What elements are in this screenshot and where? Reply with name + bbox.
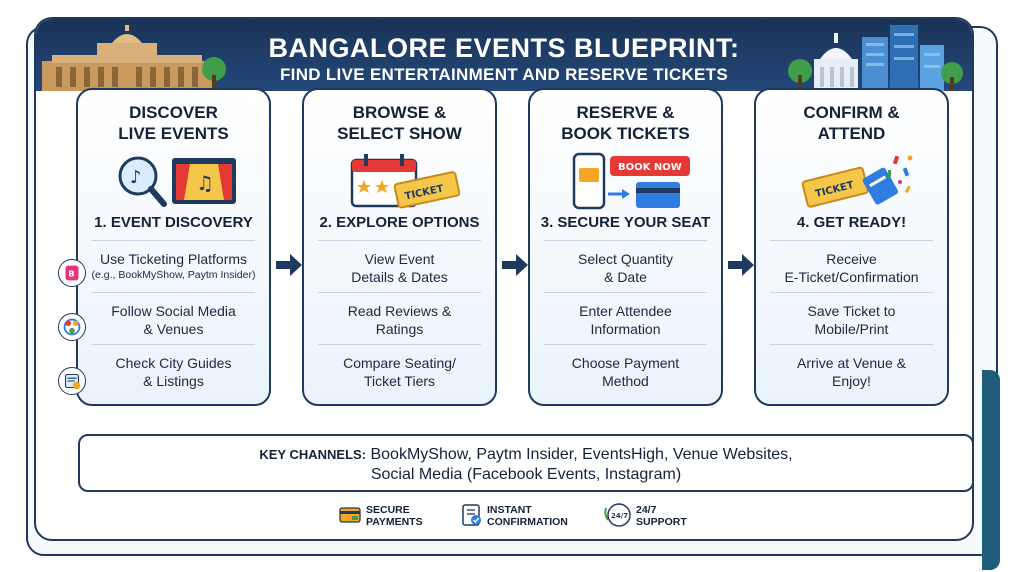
step-title: CONFIRM & ATTEND: [803, 103, 900, 143]
step-item: Read Reviews & Ratings: [347, 303, 452, 337]
checklist-icon: [462, 504, 481, 526]
divider: [770, 240, 933, 241]
divider: [92, 240, 255, 241]
step-title: RESERVE & BOOK TICKETS: [561, 103, 690, 143]
divider: [770, 292, 933, 293]
city-skyline-icon: [788, 25, 963, 91]
step-heading: 4. GET READY!: [796, 214, 907, 231]
support-label: 24/7 SUPPORT: [636, 504, 687, 528]
page-title: BANGALORE EVENTS BLUEPRINT:: [268, 33, 740, 63]
step-title: BROWSE & SELECT SHOW: [337, 103, 462, 143]
page-subtitle: FIND LIVE ENTERTAINMENT AND RESERVE TICK…: [279, 65, 728, 84]
divider: [544, 240, 707, 241]
phone-card-book-now-icon: BOOK NOW: [572, 152, 690, 210]
instant-confirmation-label: INSTANT CONFIRMATION: [487, 504, 568, 528]
divider: [318, 240, 481, 241]
tickets-confetti-icon: TICKET: [801, 155, 913, 208]
step-heading: 3. SECURE YOUR SEAT: [540, 214, 711, 231]
key-channels-label: KEY CHANNELS:: [259, 447, 367, 462]
step-title: DISCOVER LIVE EVENTS: [118, 103, 229, 143]
key-channels-line-2: Social Media (Facebook Events, Instagram…: [370, 466, 682, 483]
step-item: Receive E-Ticket/Confirmation: [784, 251, 919, 285]
step-item: Select Quantity & Date: [578, 251, 673, 285]
key-channels-list: BookMyShow, Paytm Insider, EventsHigh, V…: [370, 446, 793, 463]
svg-text:♪: ♪: [130, 167, 142, 188]
divider: [318, 292, 481, 293]
step-item: Check City Guides & Listings: [115, 355, 232, 389]
phone-support-icon: 24/7: [604, 503, 631, 527]
calendar-ticket-icon: TICKET: [350, 154, 461, 209]
side-accent: [982, 370, 1000, 570]
step-card-browse: BROWSE & SELECT SHOW TICKET 2. EXPLORE O…: [302, 88, 497, 406]
header-banner: BANGALORE EVENTS BLUEPRINT: FIND LIVE EN…: [36, 19, 972, 91]
step-item: Compare Seating/ Ticket Tiers: [343, 355, 456, 389]
secure-payment-icon: [339, 507, 361, 523]
divider: [544, 344, 707, 345]
step-item: Arrive at Venue & Enjoy!: [797, 355, 906, 389]
city-guide-icon: [58, 367, 86, 395]
divider: [92, 344, 255, 345]
social-media-icon: [58, 313, 86, 341]
support-icon-text: 24/7: [611, 512, 628, 520]
divider: [770, 344, 933, 345]
step-item: View Event Details & Dates: [351, 251, 448, 285]
step-heading: 2. EXPLORE OPTIONS: [319, 214, 480, 231]
key-channels-box: KEY CHANNELS: BookMyShow, Paytm Insider,…: [78, 434, 974, 492]
step-item: Use Ticketing Platforms: [99, 251, 248, 267]
book-now-label: BOOK NOW: [618, 162, 682, 173]
arrow-right-icon: [276, 254, 302, 276]
arrow-right-icon: [502, 254, 528, 276]
svg-text:B: B: [68, 269, 74, 279]
step-card-confirm: CONFIRM & ATTEND TICKET 4. GET READY! Re…: [754, 88, 949, 406]
step-item-note: (e.g., BookMyShow, Paytm Insider): [91, 269, 256, 281]
step-card-discover: DISCOVER LIVE EVENTS ♪ ♫ 1. EVENT DISCOV…: [76, 88, 271, 406]
step-heading: 1. EVENT DISCOVERY: [94, 214, 253, 231]
divider: [544, 292, 707, 293]
step-item: Follow Social Media & Venues: [111, 303, 236, 337]
secure-payments-label: SECURE PAYMENTS: [366, 504, 423, 528]
step-item: Choose Payment Method: [571, 355, 680, 389]
magnifier-music-stage-icon: ♪ ♫: [118, 156, 236, 207]
step-item: Enter Attendee Information: [579, 303, 672, 337]
key-channels-line-1: KEY CHANNELS: BookMyShow, Paytm Insider,…: [80, 445, 972, 465]
divider: [318, 344, 481, 345]
vidhana-soudha-icon: [42, 25, 226, 91]
arrow-right-icon: [728, 254, 754, 276]
ticketing-app-icon: B: [58, 259, 86, 287]
step-card-reserve: RESERVE & BOOK TICKETS BOOK NOW 3. SECUR…: [528, 88, 723, 406]
step-item: Save Ticket to Mobile/Print: [807, 303, 896, 337]
svg-text:♫: ♫: [196, 171, 214, 195]
divider: [92, 292, 255, 293]
